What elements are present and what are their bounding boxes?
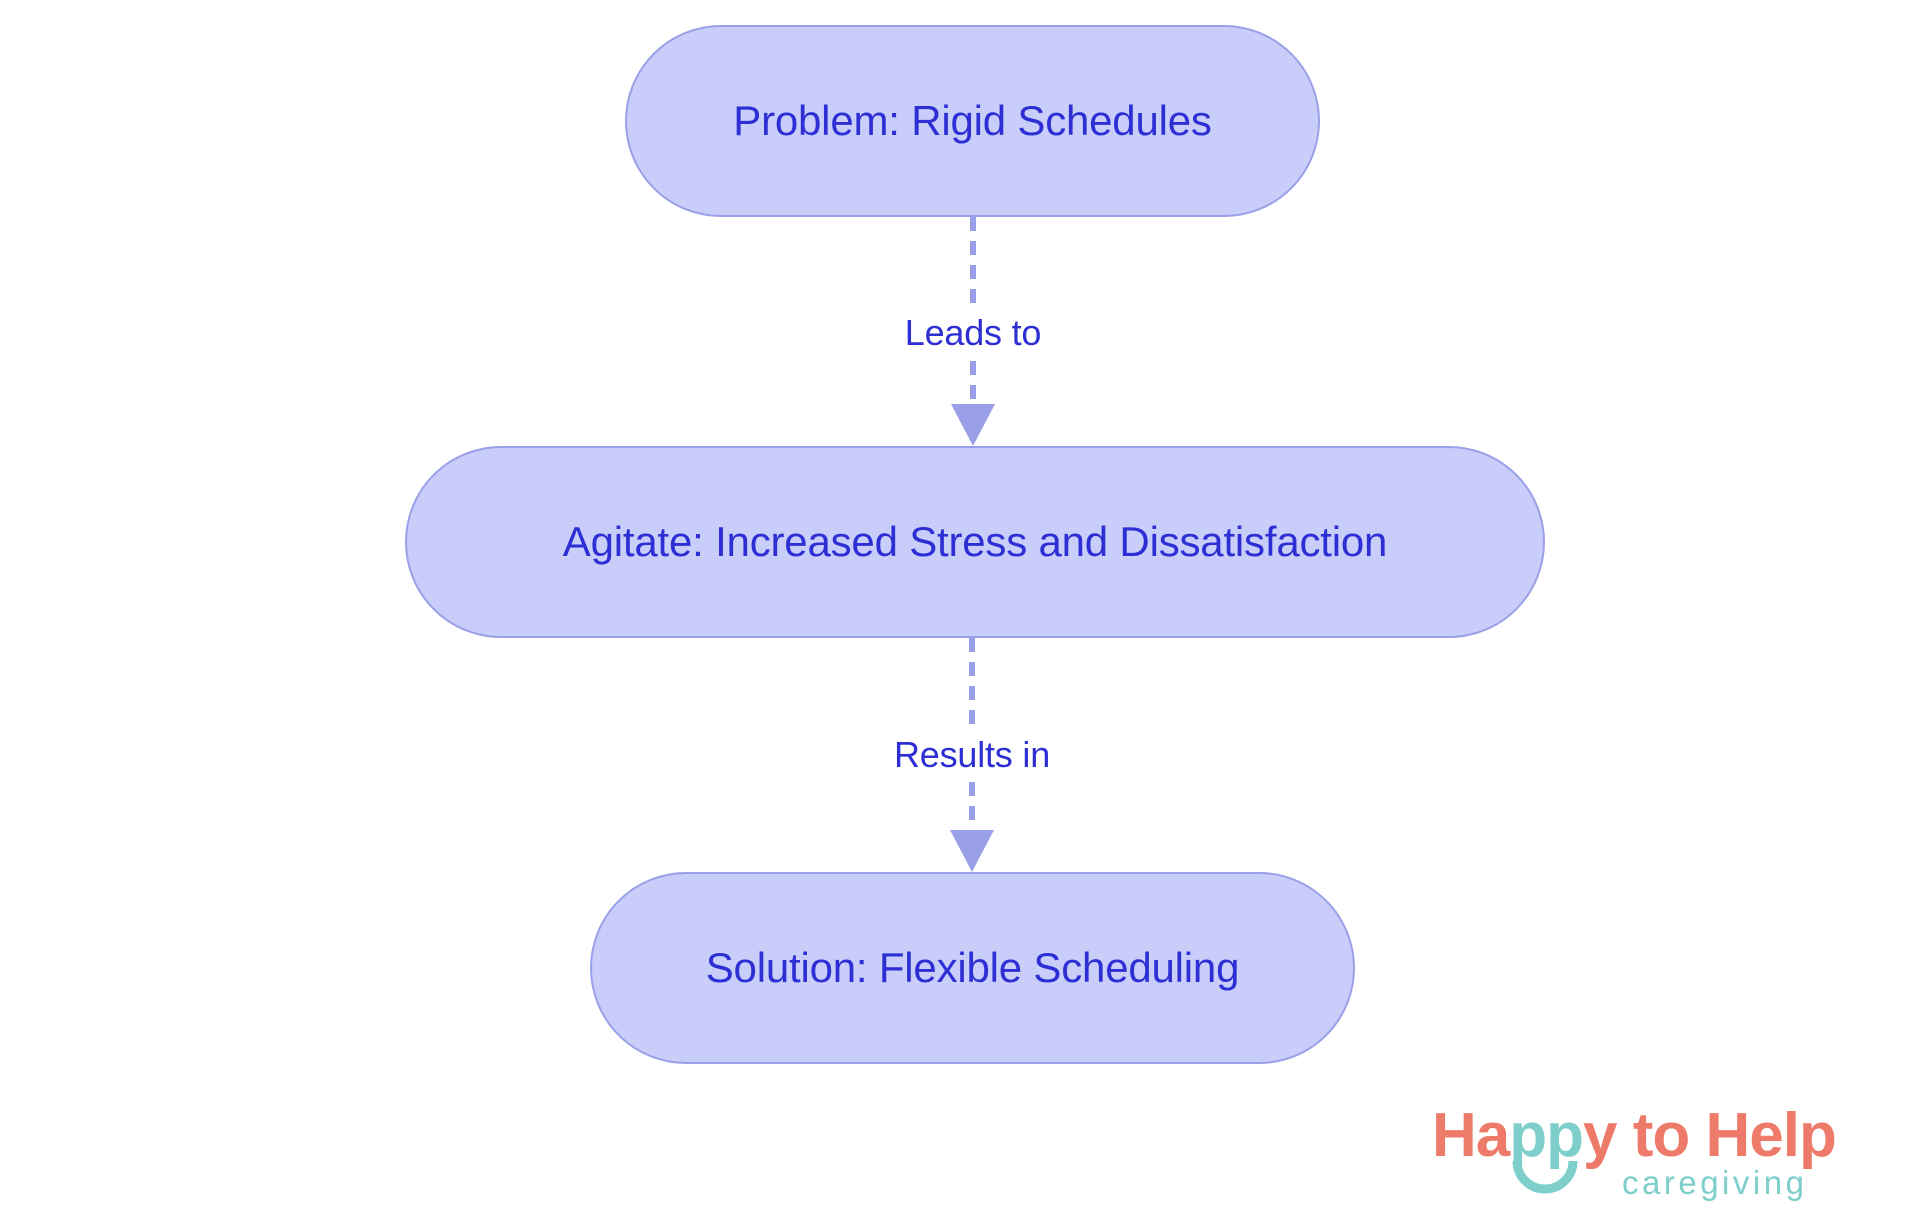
brand-letters-pp: pp <box>1509 1101 1584 1170</box>
flow-node-agitate-label: Agitate: Increased Stress and Dissatisfa… <box>562 518 1388 565</box>
smile-arc-icon <box>1512 1160 1578 1194</box>
brand-letter-a: a <box>1475 1101 1510 1170</box>
brand-letter-h: H <box>1432 1101 1477 1170</box>
brand-logo: Happy to Help caregiving <box>1432 1104 1902 1208</box>
flow-node-problem[interactable]: Problem: Rigid Schedules <box>625 25 1320 217</box>
edge-label-results-in: Results in <box>883 732 1061 778</box>
flow-node-problem-label: Problem: Rigid Schedules <box>733 97 1212 144</box>
edge-arrowhead-leads-to <box>951 404 995 446</box>
flow-node-agitate[interactable]: Agitate: Increased Stress and Dissatisfa… <box>405 446 1545 638</box>
brand-tagline: caregiving <box>1622 1164 1808 1201</box>
flow-node-solution-label: Solution: Flexible Scheduling <box>705 944 1240 991</box>
brand-wordmark: Happy to Help <box>1432 1101 1837 1170</box>
brand-letter-y: y <box>1583 1101 1617 1170</box>
flow-node-solution[interactable]: Solution: Flexible Scheduling <box>590 872 1355 1064</box>
brand-words-to-help: to Help <box>1616 1101 1837 1170</box>
edge-label-leads-to: Leads to <box>894 310 1052 356</box>
edge-arrowhead-results-in <box>950 830 994 872</box>
